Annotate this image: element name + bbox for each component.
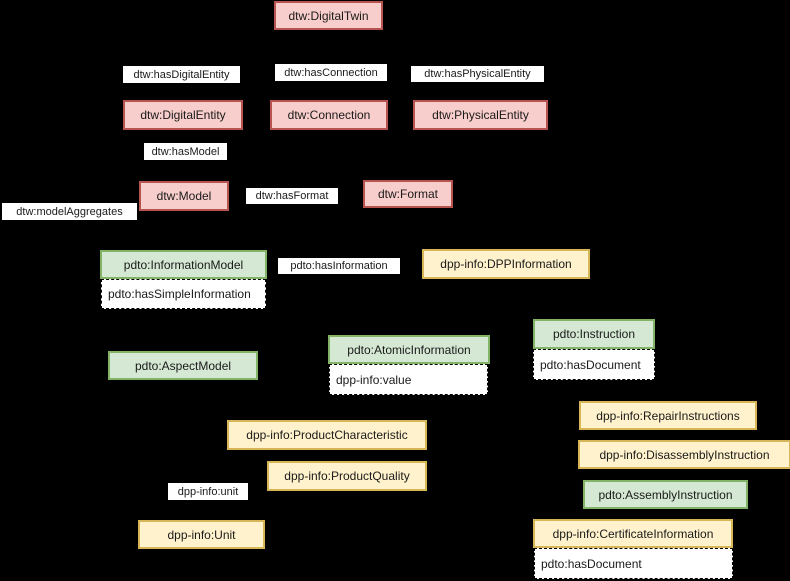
class-pdto-information-model: pdto:InformationModel [100, 250, 267, 279]
edge-label-dtw-has-physical-entity: dtw:hasPhysicalEntity [411, 66, 544, 82]
class-dtw-physical-entity: dtw:PhysicalEntity [413, 100, 548, 130]
class-pdto-assembly-instruction: pdto:AssemblyInstruction [583, 480, 748, 509]
attribute-pdto-has-document-instruction: pdto:hasDocument [533, 349, 655, 380]
class-dpp-info-product-quality: dpp-info:ProductQuality [267, 461, 427, 491]
class-dtw-format: dtw:Format [363, 180, 453, 208]
class-pdto-atomic-information: pdto:AtomicInformation [328, 335, 490, 364]
class-pdto-instruction: pdto:Instruction [533, 319, 655, 349]
class-dpp-info-repair-instructions: dpp-info:RepairInstructions [579, 401, 757, 430]
attribute-pdto-has-simple-information: pdto:hasSimpleInformation [101, 279, 266, 309]
attribute-pdto-has-document-certificate: pdto:hasDocument [534, 548, 733, 579]
class-dtw-connection: dtw:Connection [270, 100, 388, 130]
class-dpp-info-dpp-information: dpp-info:DPPInformation [422, 249, 590, 279]
edge-label-dpp-info-unit: dpp-info:unit [168, 483, 248, 500]
edge-label-dtw-has-format: dtw:hasFormat [246, 188, 338, 204]
edge-label-dtw-has-digital-entity: dtw:hasDigitalEntity [123, 66, 240, 83]
edge-label-dtw-has-model: dtw:hasModel [144, 143, 227, 160]
class-pdto-aspect-model: pdto:AspectModel [108, 351, 258, 380]
class-dpp-info-product-characteristic: dpp-info:ProductCharacteristic [227, 420, 427, 450]
class-dtw-model: dtw:Model [139, 181, 229, 211]
edge-label-pdto-has-information: pdto:hasInformation [278, 258, 400, 274]
class-dtw-digital-twin: dtw:DigitalTwin [274, 1, 383, 30]
attribute-dpp-info-value: dpp-info:value [329, 364, 488, 395]
class-dpp-info-unit: dpp-info:Unit [138, 520, 265, 549]
class-dtw-digital-entity: dtw:DigitalEntity [123, 100, 243, 130]
edge-label-dtw-model-aggregates: dtw:modelAggregates [2, 203, 137, 220]
edge-label-dtw-has-connection: dtw:hasConnection [275, 64, 387, 81]
class-dpp-info-disassembly-instruction: dpp-info:DisassemblyInstruction [578, 440, 790, 469]
class-dpp-info-certificate-information: dpp-info:CertificateInformation [533, 519, 733, 548]
